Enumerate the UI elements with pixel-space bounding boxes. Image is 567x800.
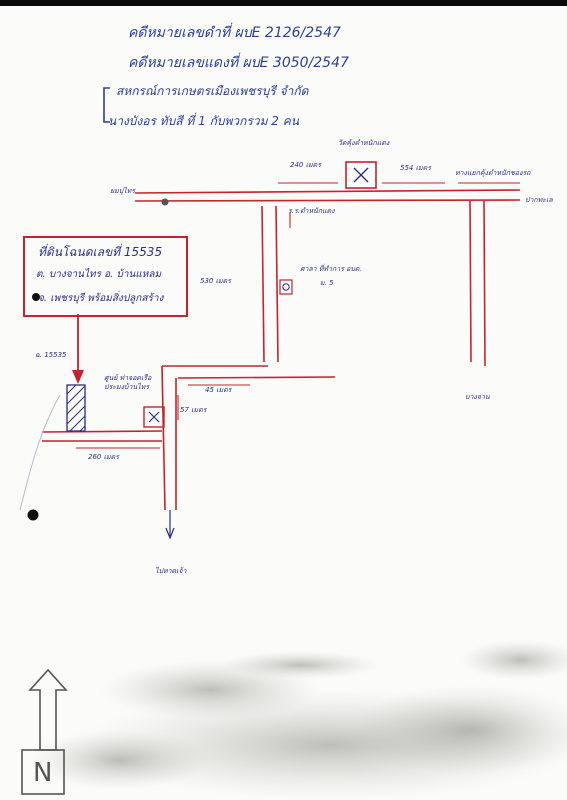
distance-markers — [76, 182, 520, 449]
label-village-no: ม. 5 — [320, 279, 334, 287]
x-square-icon-lower — [143, 406, 165, 428]
ink-dot — [32, 293, 40, 301]
label-school-road: ร.ร.ตำหนักแดง — [288, 207, 335, 215]
property-location: ต. บางจานไทร อ. บ้านแหลม — [36, 269, 162, 280]
red-arrow-icon — [72, 314, 84, 384]
road-access-north-edge — [41, 430, 163, 433]
property-province: จ. เพชรบุรี พร้อมสิ่งปลูกสร้าง — [38, 293, 164, 304]
road-top-north-edge — [134, 189, 521, 194]
x-square-icon — [345, 161, 377, 189]
label-parcel-no: ฉ. 15535 — [35, 351, 67, 359]
label-junction-left: ยมบุ่ไทร — [110, 187, 136, 195]
label-dist-554: 554 เมตร — [400, 164, 431, 172]
ink-dot — [27, 509, 39, 521]
shrine-icon — [279, 279, 293, 295]
road-right-right-edge — [483, 200, 486, 367]
case-red-number: คดีหมายเลขแดงที่ ผบE 3050/2547 — [128, 55, 349, 71]
label-road-right-end: ปากทะเล — [525, 196, 553, 204]
south-arrow-icon — [165, 510, 175, 540]
label-dist-45: 45 เมตร — [205, 386, 232, 394]
label-temple-top: วัดคุ้งตำหนักแดง — [338, 139, 390, 147]
label-dist-260: 260 เมตร — [88, 453, 119, 461]
road-right-left-edge — [469, 200, 472, 363]
scan-top-edge — [0, 0, 567, 6]
defendant-name: นางบังอร ทับสี ที่ 1 กับพวกรวม 2 คน — [108, 114, 299, 128]
label-shortcut-right: ทางแยกคุ้งตำหนักชองรถ — [455, 169, 531, 177]
label-village-head: ศาลา ที่ทำการ อบต. — [300, 265, 362, 273]
label-dist-240-top: 240 เมตร — [290, 161, 321, 169]
faint-line — [19, 394, 61, 511]
case-black-number: คดีหมายเลขดำที่ ผบE 2126/2547 — [128, 25, 341, 41]
north-arrow-icon — [21, 668, 68, 795]
property-info-box — [23, 236, 188, 317]
label-community-hall: ศูนย์ ท่าจอดเรือประมงบ้านไทร — [104, 374, 152, 391]
ink-smudge — [161, 198, 169, 206]
road-vertical-left-edge — [261, 205, 265, 363]
property-parcel — [66, 384, 86, 432]
road-vertical-right-edge — [275, 205, 279, 363]
property-deed-number: ที่ดินโฉนดเลขที่ 15535 — [38, 245, 163, 259]
label-dist-530: 530 เมตร — [200, 277, 231, 285]
label-bang-chan: บางจาน — [465, 393, 490, 401]
road-south-left-edge — [161, 365, 166, 511]
plaintiff-name: สหกรณ์การเกษตรเมืองเพชรบุรี จำกัด — [116, 84, 309, 98]
roads — [41, 189, 521, 511]
north-letter: N — [33, 758, 53, 788]
label-to-south: ไปหาดเจ้า — [155, 567, 187, 575]
paper-stains — [30, 640, 567, 800]
label-dist-57: 57 เมตร — [180, 406, 207, 414]
header-bracket — [103, 87, 110, 123]
road-middle-south-edge — [177, 376, 336, 379]
road-top-south-edge — [134, 199, 521, 202]
